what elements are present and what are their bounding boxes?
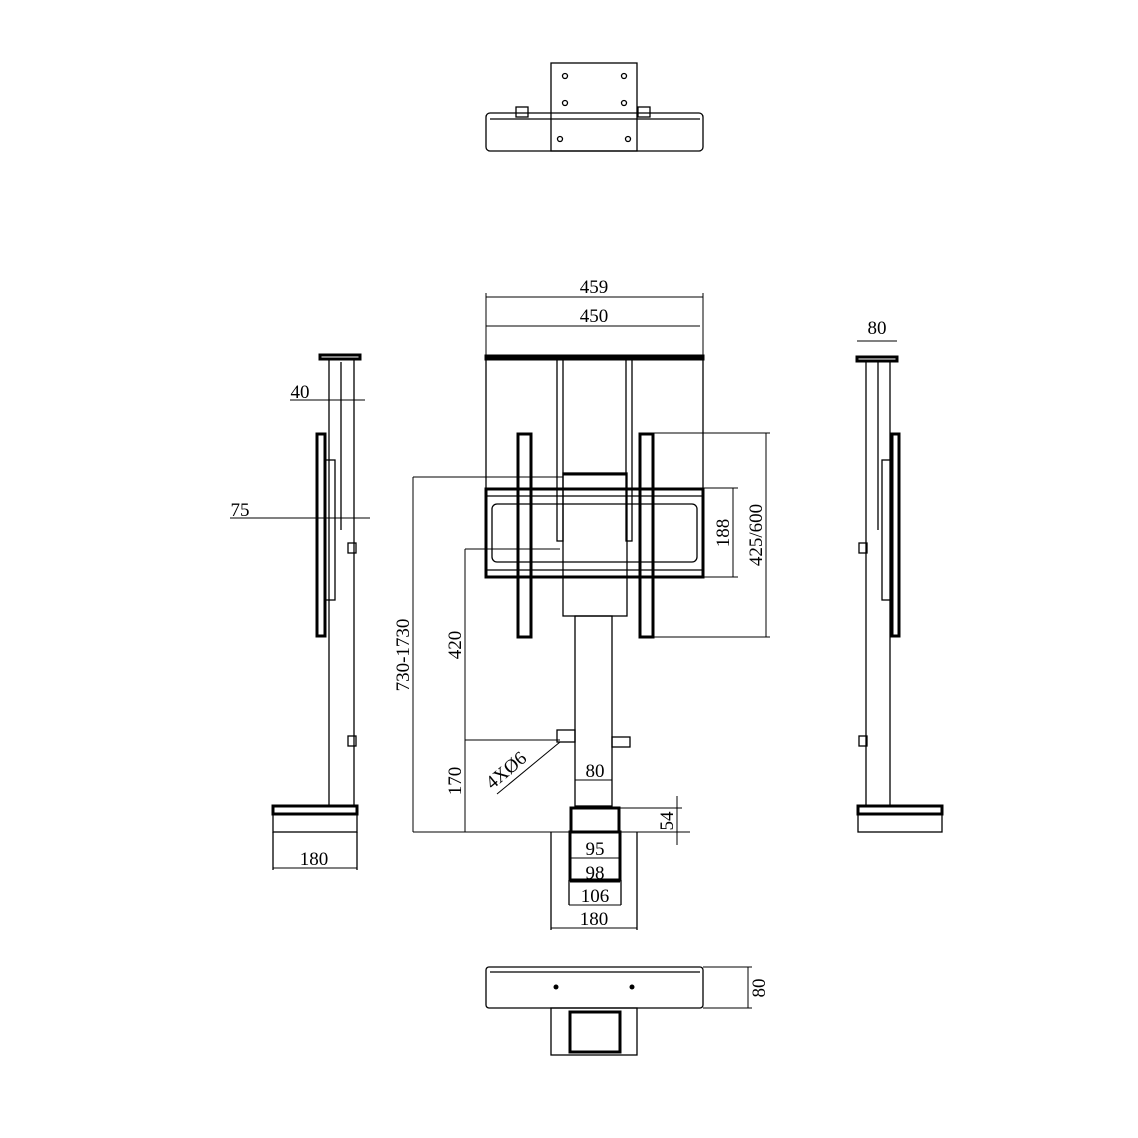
dim-420: 420 [445,631,466,660]
dim-54: 54 [657,811,678,831]
left-side-view: 40 75 180 [230,353,370,870]
dim-bottom-80: 80 [749,979,770,998]
dim-40: 40 [291,382,310,403]
dim-side-top-80: 80 [868,318,887,339]
right-side-view: 80 [855,318,944,833]
front-view: 459 450 188 425/600 730-1730 420 170 4XØ… [393,277,770,930]
dim-98: 98 [586,863,605,884]
dim-holes: 4XØ6 [482,748,531,794]
dim-170: 170 [445,767,466,796]
bottom-view: 80 [485,966,770,1056]
dim-450: 450 [580,306,609,327]
dim-730-1730: 730-1730 [393,619,414,692]
top-view [485,62,704,152]
dim-188: 188 [713,519,734,548]
dim-459: 459 [580,277,609,298]
dim-side-180: 180 [300,849,329,870]
dim-106: 106 [581,886,610,907]
dim-95: 95 [586,839,605,860]
dim-425-600: 425/600 [746,504,767,566]
dim-180: 180 [580,909,609,930]
dim-75: 75 [231,500,250,521]
dim-column-80: 80 [586,761,605,782]
